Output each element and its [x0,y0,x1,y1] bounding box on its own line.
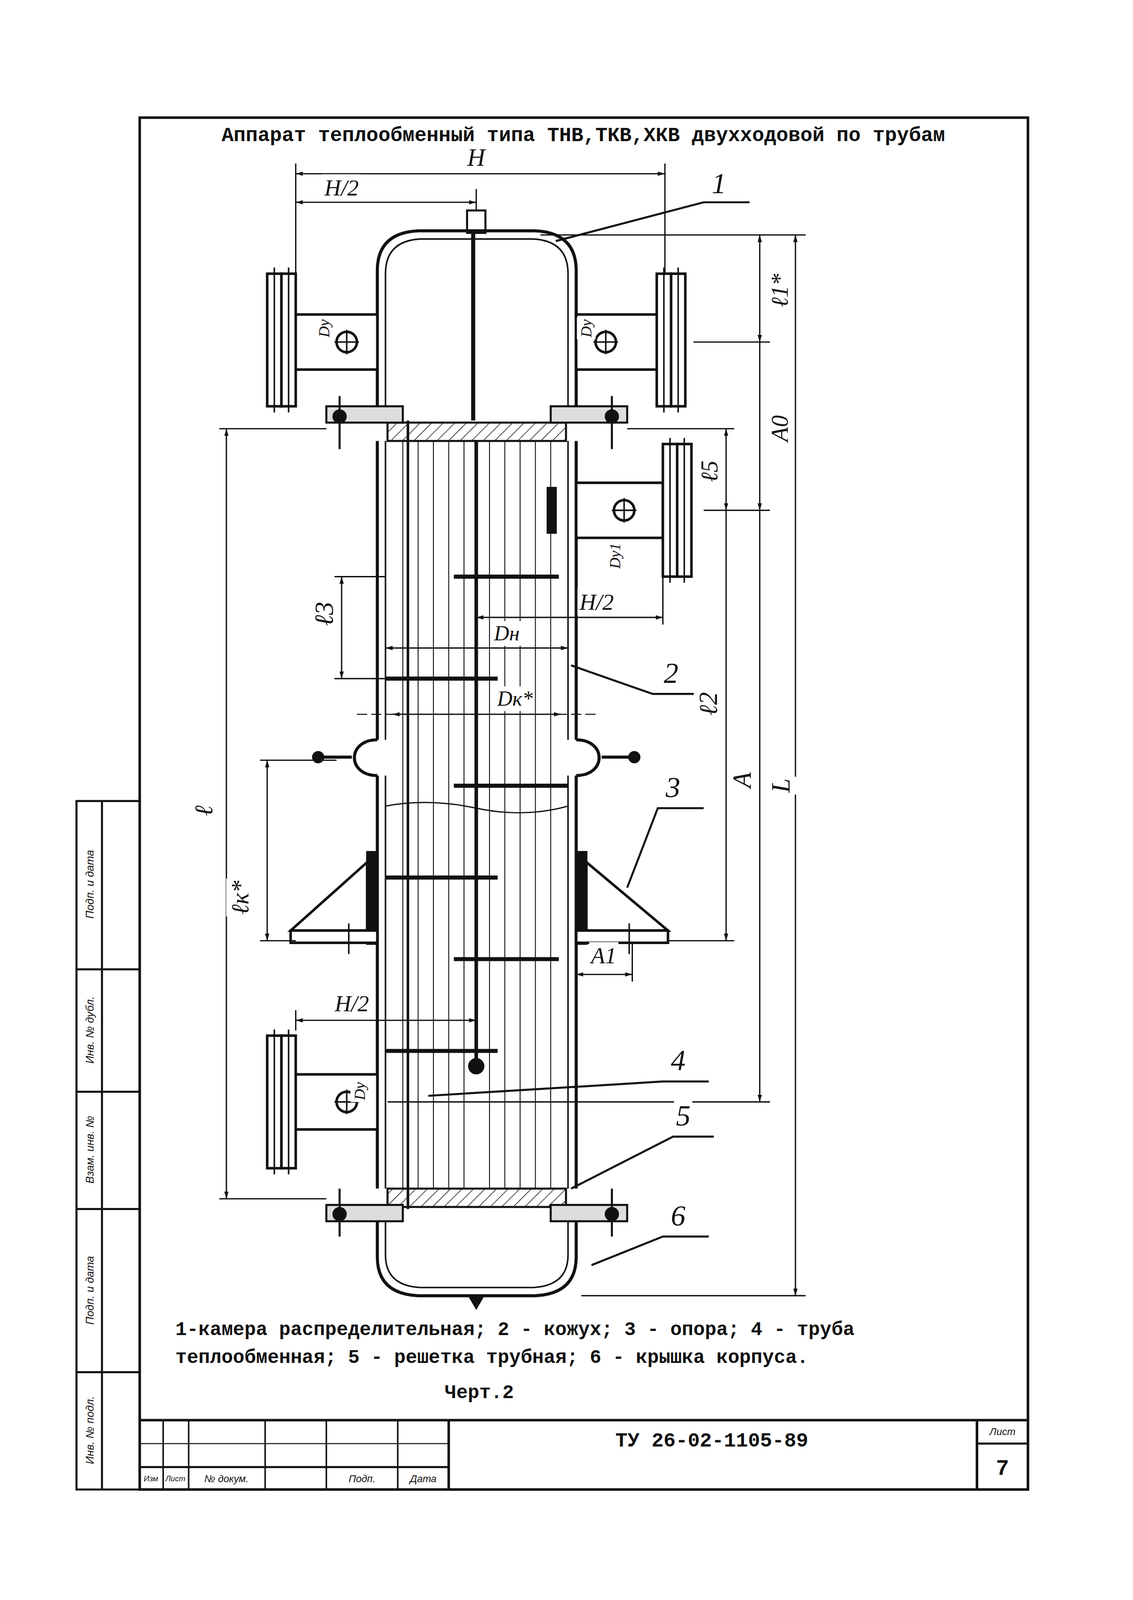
parts-caption: 1-камера распределительная; 2 - кожух; 3… [175,1316,981,1372]
dimension-label: A0 [766,413,795,444]
dimension-label: Dн [492,620,522,646]
stamp-cell: Лист [989,1426,1016,1438]
stamp-cell: Изм [143,1474,159,1484]
dimension-label: A [727,770,758,790]
sheet-number: 7 [995,1456,1010,1481]
callout-number: 1 [709,166,728,201]
drawing-number: Черт.2 [444,1382,514,1404]
dimension-label: ℓ3 [308,600,340,628]
nozzle-label: Dу1 [605,541,625,571]
callout-number: 4 [669,1043,688,1078]
margin-cell: Инв. № дубл. [83,996,96,1065]
stamp-cell: Дата [410,1473,437,1485]
callout-number: 2 [661,656,680,691]
stamp-cell: Подп. [348,1473,376,1485]
callout-number: 6 [669,1198,688,1233]
dimension-label: L [766,776,797,795]
document-code: ТУ 26-02-1105-89 [615,1429,808,1452]
dimension-label: ℓ5 [695,458,724,485]
stamp-cell: Лист [165,1474,186,1484]
margin-cell: Подп. и дата [83,849,96,919]
callout-number: 3 [663,770,683,805]
nozzle-label: Dу [314,317,334,340]
margin-cell: Инв. № подл. [83,1395,96,1464]
callout-number: 5 [674,1098,693,1133]
dimension-label: ℓ1* [766,272,795,310]
margin-cell: Взам. инв. № [83,1115,96,1183]
dimension-label: H [465,143,487,173]
dimension-label: H/2 [332,990,371,1018]
margin-cell: Подп. и дата [83,1255,96,1325]
drawing-title: Аппарат теплообменный типа ТНВ,ТКВ,ХКВ д… [221,124,945,147]
dimension-label: Dк* [495,685,535,712]
stamp-cell: № докум. [204,1473,249,1485]
dimension-label: ℓ2 [693,690,724,717]
dimension-label: H/2 [577,588,616,616]
dimension-label: ℓ [189,803,220,818]
dimension-label: A1 [589,942,619,970]
nozzle-label: Dу [576,317,596,340]
nozzle-label: Dу [350,1080,370,1103]
dimension-label: H/2 [322,173,361,201]
dimension-label: ℓк* [226,878,255,917]
